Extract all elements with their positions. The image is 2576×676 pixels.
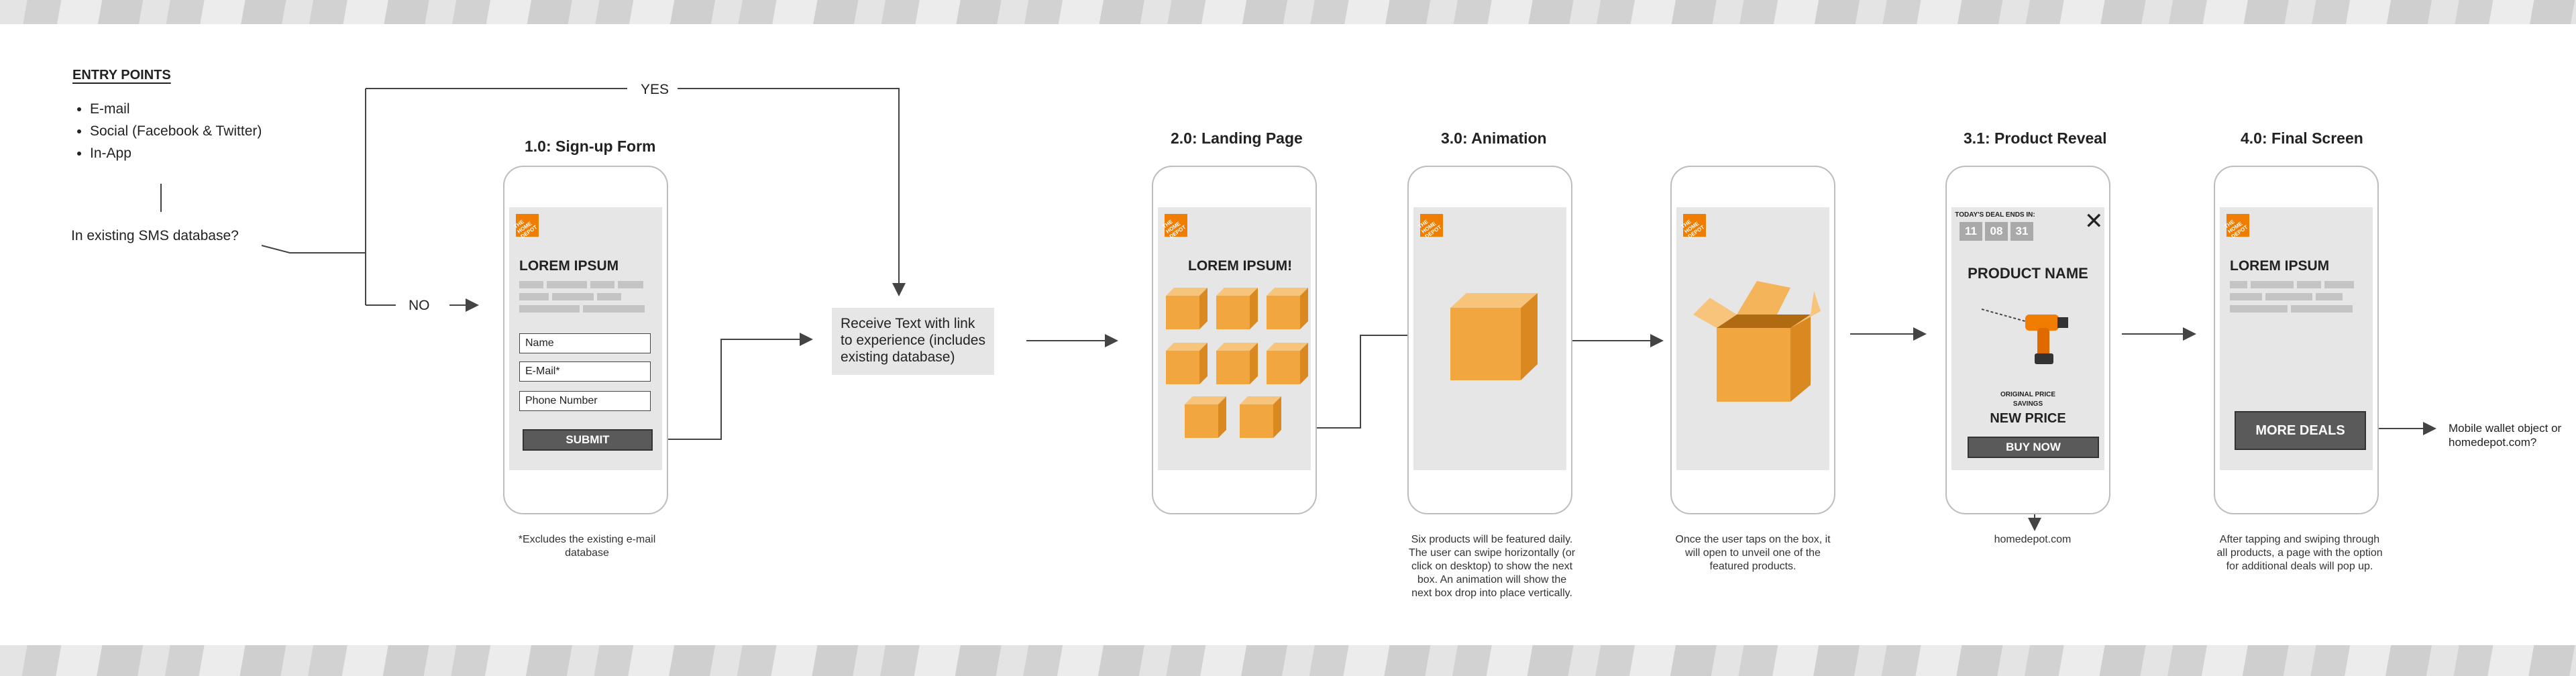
email-field[interactable]: E-Mail*: [519, 361, 651, 382]
entry-point-item: In-App: [90, 142, 262, 164]
entry-point-item: E-mail: [90, 98, 262, 120]
new-price: NEW PRICE: [1990, 411, 2066, 426]
dropping-box[interactable]: [1450, 293, 1544, 394]
landing-phone: THE HOME DEPOT LOREM IPSUM!: [1152, 166, 1317, 514]
background-top: [0, 0, 2576, 24]
deal-ends-label: TODAY'S DEAL ENDS IN:: [1955, 211, 2035, 219]
timer-hours: 11: [1960, 222, 1982, 241]
mobile-wallet-note: Mobile wallet object or homedepot.com?: [2449, 422, 2562, 449]
open-box-caption: Once the user taps on the box, it will o…: [1675, 534, 1831, 572]
homedepot-link[interactable]: homedepot.com: [1994, 534, 2072, 545]
animation-phone: THE HOME DEPOT: [1407, 166, 1572, 514]
open-box-phone: THE HOME DEPOT: [1670, 166, 1835, 514]
signup-phone: THE HOME DEPOT LOREM IPSUM Name E-Mail* …: [503, 166, 668, 514]
yes-label: YES: [641, 82, 669, 97]
landing-heading: LOREM IPSUM!: [1188, 258, 1293, 274]
original-price-label: ORIGINAL PRICE: [2000, 391, 2056, 398]
product-box: [1166, 288, 1208, 329]
timer-minutes: 08: [1985, 222, 2008, 241]
animation-caption: Six products will be featured daily. The…: [1408, 534, 1576, 599]
product-box: [1267, 288, 1308, 329]
home-depot-logo: THE HOME DEPOT: [513, 214, 539, 239]
home-depot-logo: THE HOME DEPOT: [1161, 214, 1187, 239]
product-box: [1216, 288, 1258, 329]
product-reveal-phone: TODAY'S DEAL ENDS IN: 11 08 31 ✕ PRODUCT…: [1945, 166, 2110, 514]
product-reveal-screen: TODAY'S DEAL ENDS IN: 11 08 31 ✕ PRODUCT…: [1951, 207, 2104, 470]
phone-number-field[interactable]: Phone Number: [519, 391, 651, 411]
sms-database-question: In existing SMS database?: [71, 228, 239, 243]
final-screen: THE HOME DEPOT LOREM IPSUM MORE DEALS: [2220, 207, 2373, 470]
open-box-screen: THE HOME DEPOT: [1676, 207, 1829, 470]
home-depot-logo: THE HOME DEPOT: [2223, 214, 2249, 239]
product-box: [1185, 396, 1226, 438]
background-bottom: [0, 645, 2576, 676]
signup-title: 1.0: Sign-up Form: [525, 137, 656, 155]
landing-title: 2.0: Landing Page: [1171, 129, 1303, 147]
no-label: NO: [409, 298, 430, 313]
final-title: 4.0: Final Screen: [2241, 129, 2363, 147]
product-name: PRODUCT NAME: [1968, 265, 2088, 282]
buy-now-button[interactable]: BUY NOW: [1968, 437, 2099, 458]
product-box: [1267, 343, 1308, 384]
drill-icon: [1981, 308, 2068, 364]
more-deals-button[interactable]: MORE DEALS: [2235, 411, 2366, 450]
name-field[interactable]: Name: [519, 333, 651, 353]
animation-screen: THE HOME DEPOT: [1413, 207, 1566, 470]
receive-text-box: Receive Text with link to experience (in…: [832, 308, 994, 375]
product-box-grid: [1166, 288, 1308, 438]
product-box: [1240, 396, 1281, 438]
timer-seconds: 31: [2010, 222, 2033, 241]
entry-points-heading: ENTRY POINTS: [72, 68, 171, 82]
final-heading: LOREM IPSUM: [2230, 258, 2330, 274]
signup-caption: *Excludes the existing e-mail database: [518, 534, 656, 559]
home-depot-logo: THE HOME DEPOT: [1417, 214, 1443, 239]
close-icon[interactable]: ✕: [2084, 209, 2104, 234]
landing-screen: THE HOME DEPOT LOREM IPSUM!: [1158, 207, 1311, 470]
signup-screen: THE HOME DEPOT LOREM IPSUM Name E-Mail* …: [509, 207, 662, 470]
submit-button[interactable]: SUBMIT: [523, 429, 653, 451]
product-reveal-title: 3.1: Product Reveal: [1964, 129, 2107, 147]
entry-point-item: Social (Facebook & Twitter): [90, 120, 262, 142]
final-phone: THE HOME DEPOT LOREM IPSUM MORE DEALS: [2214, 166, 2379, 514]
product-box: [1166, 343, 1208, 384]
open-box[interactable]: [1690, 274, 1824, 408]
home-depot-logo: THE HOME DEPOT: [1680, 214, 1706, 239]
product-box: [1216, 343, 1258, 384]
entry-points-list: E-mail Social (Facebook & Twitter) In-Ap…: [74, 98, 262, 164]
signup-heading: LOREM IPSUM: [519, 258, 619, 274]
animation-title: 3.0: Animation: [1441, 129, 1547, 147]
final-caption: After tapping and swiping through all pr…: [2216, 534, 2383, 572]
savings-label: SAVINGS: [2012, 400, 2043, 408]
